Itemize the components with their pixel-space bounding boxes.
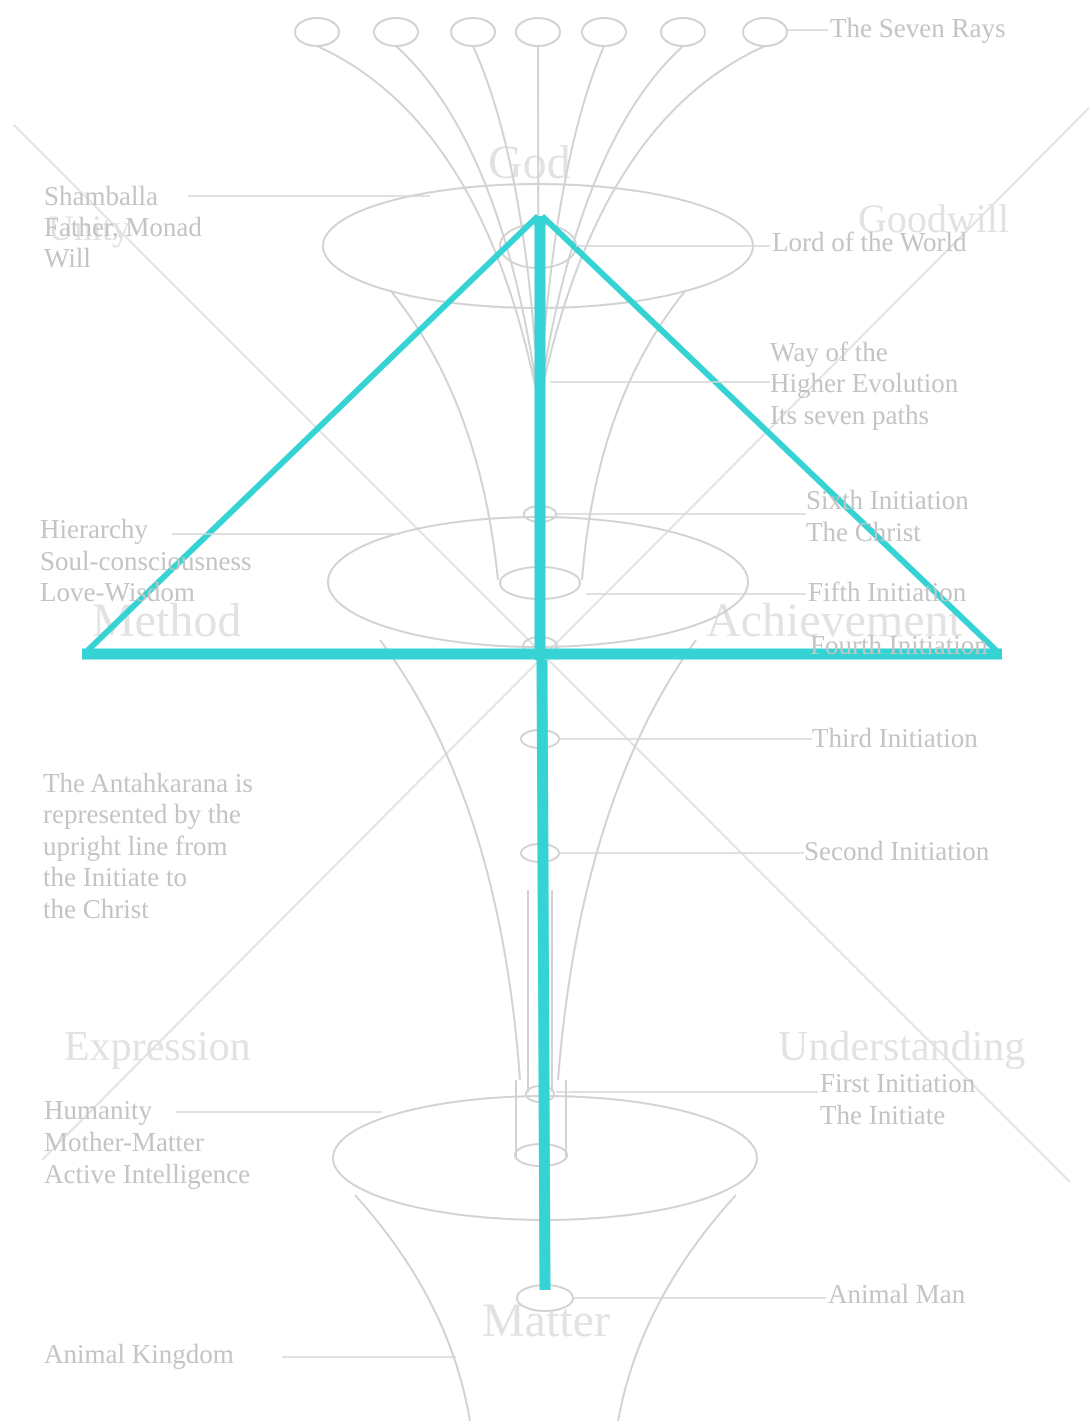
ray-line	[317, 46, 536, 390]
label-humanity-2: Mother-Matter	[44, 1127, 204, 1157]
label-first-initiation-2: The Initiate	[820, 1100, 945, 1130]
leader-lines	[172, 196, 826, 1357]
label-second-initiation: Second Initiation	[804, 836, 990, 866]
label-higher-evolution-3: Its seven paths	[770, 400, 929, 430]
label-sixth-initiation-2: The Christ	[806, 517, 921, 547]
label-sixth-initiation-1: Sixth Initiation	[806, 485, 969, 515]
ray-line	[396, 46, 537, 390]
label-fourth-initiation: Fourth Initiation	[810, 630, 988, 660]
upper-funnel-left	[390, 290, 498, 580]
label-shamballa-2: Father, Monad	[44, 212, 202, 242]
middle-funnel-left	[380, 640, 520, 1080]
label-fifth-initiation: Fifth Initiation	[808, 577, 967, 607]
label-humanity-1: Humanity	[44, 1095, 152, 1125]
label-animal-man: Animal Man	[828, 1279, 966, 1309]
label-shamballa-3: Will	[44, 243, 91, 273]
label-antahkarana-4: the Initiate to	[43, 862, 187, 892]
label-matter: Matter	[482, 1294, 610, 1347]
ray-circle	[661, 18, 705, 46]
label-hierarchy-2: Soul-consciousness	[40, 546, 252, 576]
antahkarana-line-lower	[542, 660, 545, 1290]
label-humanity-3: Active Intelligence	[44, 1159, 250, 1189]
label-expression: Expression	[64, 1024, 251, 1070]
ray-circle	[295, 18, 339, 46]
label-seven-rays: The Seven Rays	[830, 13, 1005, 43]
label-higher-evolution-2: Higher Evolution	[770, 368, 959, 398]
ray-circle	[451, 18, 495, 46]
label-antahkarana-5: the Christ	[43, 894, 149, 924]
lower-funnel-right	[618, 1195, 736, 1421]
label-third-initiation: Third Initiation	[812, 723, 978, 753]
middle-funnel-right	[558, 640, 696, 1080]
label-hierarchy-3: Love-Wisdom	[40, 577, 195, 607]
label-animal-kingdom: Animal Kingdom	[44, 1339, 234, 1369]
ray-circle	[743, 18, 787, 46]
label-first-initiation-1: First Initiation	[820, 1068, 976, 1098]
label-higher-evolution-1: Way of the	[770, 337, 888, 367]
ray-circle	[374, 18, 418, 46]
label-antahkarana-1: The Antahkarana is	[43, 768, 253, 798]
label-god: God	[488, 136, 571, 189]
lower-funnel-left	[355, 1195, 470, 1421]
upper-funnel-right	[582, 290, 686, 580]
label-shamballa-1: Shamballa	[44, 181, 158, 211]
seven-rays	[295, 18, 828, 660]
label-antahkarana-3: upright line from	[43, 831, 227, 861]
label-lord-of-world: Lord of the World	[772, 227, 967, 257]
label-antahkarana-2: represented by the	[43, 799, 241, 829]
ray-circle	[582, 18, 626, 46]
label-hierarchy-1: Hierarchy	[40, 514, 148, 544]
label-understanding: Understanding	[778, 1024, 1025, 1070]
ray-line	[541, 46, 683, 390]
ray-circle	[516, 18, 560, 46]
